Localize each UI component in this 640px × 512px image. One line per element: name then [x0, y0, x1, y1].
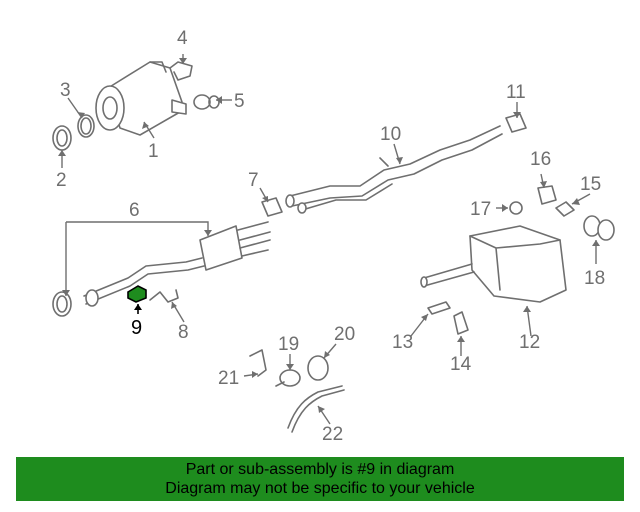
part-21-bracket[interactable]	[249, 349, 267, 377]
part-13-bracket[interactable]	[427, 301, 451, 315]
callout-5: 5	[234, 91, 245, 112]
part-5-clamp[interactable]	[193, 94, 220, 110]
callout-17: 17	[470, 199, 491, 220]
callout-7: 7	[248, 170, 259, 191]
banner-line-disclaimer: Diagram may not be specific to your vehi…	[165, 480, 475, 497]
part-18-tailpipes[interactable]	[583, 215, 615, 241]
part-10-center-pipe[interactable]	[285, 125, 503, 214]
callout-13: 13	[392, 332, 413, 353]
notice-banner: Part or sub-assembly is #9 in diagram Di…	[16, 457, 624, 501]
callout-6: 6	[129, 200, 140, 221]
part-6-front-pipe[interactable]	[83, 221, 271, 307]
callout-1: 1	[148, 141, 159, 162]
part-11-hanger[interactable]	[505, 113, 527, 133]
part-20-clamp[interactable]	[307, 355, 329, 381]
part-9-rubber-mount[interactable]	[127, 285, 147, 303]
part-14-mount[interactable]	[453, 311, 469, 335]
callout-10: 10	[380, 124, 401, 145]
exhaust-parts-diagram: 1 2 3 4 5 6 7 8 9 10 11 12 13 14 15 16 1…	[52, 28, 615, 445]
part-7-clamp[interactable]	[261, 197, 283, 217]
callout-12: 12	[519, 332, 540, 353]
callout-labels: 1 2 3 4 5 6 7 8 9 10 11 12 13 14 15 16 1…	[56, 28, 605, 445]
callout-21: 21	[218, 368, 239, 389]
callout-20: 20	[334, 324, 355, 345]
callout-16: 16	[530, 149, 551, 170]
part-6-gasket[interactable]	[52, 291, 72, 317]
callout-2: 2	[56, 170, 67, 191]
callout-11: 11	[506, 82, 526, 103]
arrowheads	[58, 58, 600, 413]
part-22-hose[interactable]	[287, 385, 345, 433]
part-17-bushing[interactable]	[509, 201, 523, 215]
callout-18: 18	[584, 268, 605, 289]
callout-19: 19	[278, 334, 299, 355]
part-15-hanger[interactable]	[555, 201, 575, 217]
callout-4: 4	[177, 28, 188, 49]
callout-3: 3	[60, 80, 71, 101]
part-12-rear-muffler[interactable]	[420, 225, 567, 303]
part-1-catalytic-converter[interactable]	[95, 61, 187, 136]
callout-14: 14	[450, 354, 472, 375]
banner-line-part-info: Part or sub-assembly is #9 in diagram	[185, 461, 455, 478]
callout-22: 22	[322, 424, 343, 445]
callout-8: 8	[178, 322, 189, 343]
part-19-sensor[interactable]	[275, 369, 301, 387]
part-16-mount[interactable]	[537, 185, 557, 205]
part-2-clamp[interactable]	[52, 125, 72, 151]
part-8-hanger[interactable]	[149, 289, 179, 303]
callout-9: 9	[131, 317, 142, 339]
callout-15: 15	[580, 174, 601, 195]
part-4-bracket[interactable]	[169, 61, 193, 81]
part-3-gasket[interactable]	[77, 114, 95, 138]
